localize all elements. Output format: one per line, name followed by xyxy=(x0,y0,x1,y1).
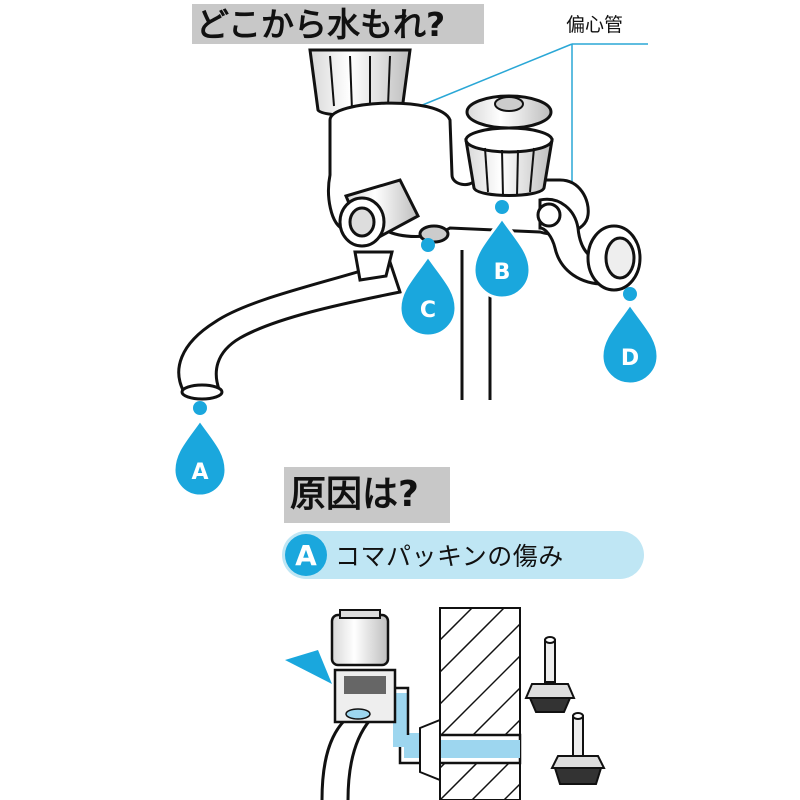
drop-label-c: C xyxy=(420,298,436,323)
drop-label-b: B xyxy=(494,260,511,285)
page-title: どこから水もれ? xyxy=(192,4,484,44)
spout xyxy=(177,260,402,401)
cross-section-diagram xyxy=(285,607,522,800)
cause-description: コマパッキンの傷み xyxy=(335,542,564,571)
water-drop-a: A xyxy=(172,417,228,498)
cause-letter-badge: A xyxy=(285,534,327,576)
leak-points xyxy=(193,200,637,415)
packing-part-2 xyxy=(550,712,606,785)
water-drop-d: D xyxy=(600,301,660,386)
left-valve-cap xyxy=(338,178,450,282)
eccentric-leader-lines xyxy=(419,43,648,204)
section-title-cause: 原因は? xyxy=(284,467,450,523)
center-handle xyxy=(464,94,554,197)
water-drop-b: B xyxy=(472,215,532,300)
drop-label-a: A xyxy=(191,460,208,485)
pointer-arrow-icon xyxy=(285,650,332,684)
eccentric-pipe-right xyxy=(536,197,642,292)
packing-part-1 xyxy=(524,636,576,713)
drop-label-d: D xyxy=(621,346,639,371)
water-drop-c: C xyxy=(398,253,458,338)
eccentric-pipe-label: 偏心管 xyxy=(566,14,624,36)
cause-banner: A コマパッキンの傷み xyxy=(282,531,644,579)
